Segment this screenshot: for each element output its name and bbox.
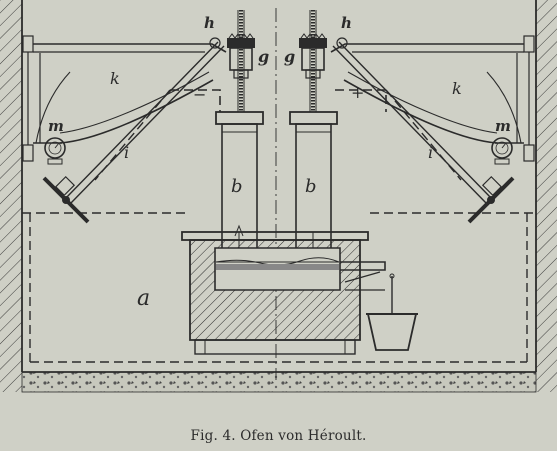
right-electrode-clamp xyxy=(289,111,338,125)
foundation-ground xyxy=(21,371,537,393)
right-drive-head xyxy=(299,33,327,79)
label-m-left: m xyxy=(48,117,64,135)
left-adjusting-rod xyxy=(54,37,225,205)
label-b-right: b xyxy=(305,176,317,197)
right-adjusting-rod xyxy=(332,37,503,205)
right-spindle xyxy=(309,10,317,112)
left-gauge-m xyxy=(44,137,66,165)
tap-spout xyxy=(340,261,386,291)
figure-caption: Fig. 4. Ofen von Héroult. xyxy=(190,428,367,444)
left-drive-head xyxy=(227,33,255,79)
label-g-left: g xyxy=(258,47,269,66)
label-m-right: m xyxy=(495,117,511,135)
label-g-right: g xyxy=(284,47,295,66)
right-handwheel xyxy=(467,176,515,224)
label-minus: − xyxy=(193,85,206,104)
label-plus: + xyxy=(351,83,364,102)
right-gauge-m xyxy=(491,137,513,165)
left-spindle xyxy=(237,10,245,112)
left-wall xyxy=(0,0,22,392)
right-wall-bracket xyxy=(523,35,535,162)
label-h-right: h xyxy=(341,14,352,32)
label-k-left: k xyxy=(110,69,120,88)
label-a: a xyxy=(137,286,150,311)
furnace-crucible xyxy=(181,231,369,355)
left-wall-bracket xyxy=(22,35,34,162)
left-electrode-clamp xyxy=(215,111,264,125)
label-i-left: i xyxy=(124,143,129,162)
label-i-right: i xyxy=(428,143,433,162)
ladle-bucket xyxy=(366,273,418,351)
label-k-right: k xyxy=(452,79,462,98)
right-wall xyxy=(536,0,557,392)
label-h-left: h xyxy=(204,14,215,32)
label-b-left: b xyxy=(231,176,243,197)
left-handwheel xyxy=(42,176,90,224)
